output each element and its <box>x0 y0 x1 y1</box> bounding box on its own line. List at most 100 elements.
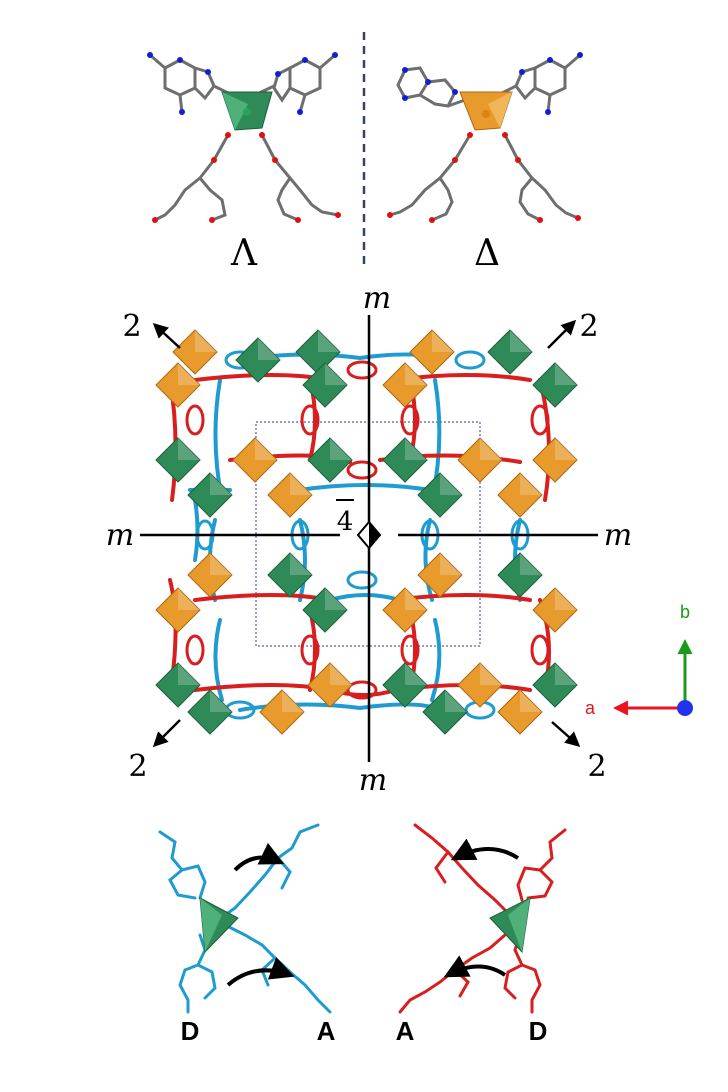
polyhedron-facet <box>510 330 532 352</box>
polyhedron-facet <box>330 438 352 460</box>
delta-complex <box>387 52 583 223</box>
orange-polyhedron <box>267 472 313 518</box>
a-axis-label: a <box>585 698 596 718</box>
orange-tetrahedron <box>459 91 513 131</box>
rotation-arrow-bottom-right <box>443 955 507 978</box>
polyhedron-facet <box>405 588 427 610</box>
c-axis-dot <box>677 700 693 716</box>
polyhedron-facet <box>405 363 427 385</box>
green-polyhedron <box>155 662 201 708</box>
polyhedron-facet <box>445 690 467 712</box>
polyhedron-facet <box>520 473 542 495</box>
green-tetrahedron <box>221 91 273 131</box>
polyhedra-group <box>155 329 578 735</box>
polyhedron-facet <box>405 438 427 460</box>
twofold-label-top-left: 2 <box>122 309 141 344</box>
polyhedron-facet <box>178 663 200 685</box>
lambda-label: Λ <box>230 233 258 274</box>
polyhedron-facet <box>330 663 352 685</box>
polyhedron-facet <box>432 330 454 352</box>
polyhedron-facet <box>290 553 312 575</box>
twofold-label-bottom-right: 2 <box>587 749 606 784</box>
green-polyhedron <box>235 337 281 383</box>
orange-polyhedron <box>172 329 218 375</box>
blue-tetrahedron <box>199 897 239 954</box>
top-panel: Λ Δ <box>147 32 583 274</box>
right-acceptor-label: A <box>396 1016 415 1046</box>
mirror-label-top: m <box>363 281 391 316</box>
bottom-panel: D A A D <box>158 823 567 1046</box>
green-polyhedron <box>422 689 468 735</box>
orange-polyhedron <box>417 552 463 598</box>
green-polyhedron <box>382 437 428 483</box>
polyhedron-facet <box>555 363 577 385</box>
rotation-arrow-bottom-left <box>226 957 295 987</box>
twofold-label-top-right: 2 <box>579 309 598 344</box>
polyhedron-facet <box>325 363 347 385</box>
polyhedron-facet <box>282 690 304 712</box>
polyhedron-facet <box>210 473 232 495</box>
polyhedron-facet <box>440 553 462 575</box>
polyhedron-facet <box>405 663 427 685</box>
green-polyhedron <box>302 362 348 408</box>
rotation-arrow-top-right <box>450 838 520 861</box>
orange-polyhedron <box>497 689 543 735</box>
green-polyhedron <box>417 472 463 518</box>
orange-polyhedron <box>409 329 455 375</box>
right-donor-label: D <box>529 1016 548 1046</box>
twofold-arrow-bottom-right <box>551 721 581 747</box>
mirror-label-right: m <box>604 518 632 553</box>
green-polyhedron <box>307 437 353 483</box>
polyhedron-facet <box>318 330 340 352</box>
polyhedron-facet <box>555 438 577 460</box>
mirror-label-bottom: m <box>359 763 387 798</box>
mirror-label-left: m <box>106 518 134 553</box>
polyhedron-facet <box>480 438 502 460</box>
orange-polyhedron <box>155 362 201 408</box>
polyhedron-facet <box>258 338 280 360</box>
green-polyhedron <box>532 362 578 408</box>
polyhedron-facet <box>210 690 232 712</box>
orange-polyhedron <box>187 552 233 598</box>
red-complex <box>398 823 567 1014</box>
orange-polyhedron <box>232 437 278 483</box>
polyhedron-facet <box>520 553 542 575</box>
green-polyhedron <box>155 437 201 483</box>
polyhedron-facet <box>255 438 277 460</box>
polyhedron-facet <box>178 438 200 460</box>
twofold-arrow-top-right <box>547 319 577 349</box>
twofold-arrow-top-left <box>152 322 181 349</box>
green-polyhedron <box>382 662 428 708</box>
polyhedron-facet <box>178 588 200 610</box>
orange-polyhedron <box>497 472 543 518</box>
green-polyhedron <box>302 587 348 633</box>
polyhedron-facet <box>520 690 542 712</box>
orange-polyhedron <box>532 437 578 483</box>
twofold-arrow-bottom-left <box>152 719 181 748</box>
green-polyhedron <box>497 552 543 598</box>
green-polyhedron <box>187 472 233 518</box>
polyhedron-facet <box>325 588 347 610</box>
green-polyhedron <box>532 662 578 708</box>
red-tetrahedron-green <box>489 897 531 954</box>
polyhedron-facet <box>555 663 577 685</box>
orange-polyhedron <box>259 689 305 735</box>
green-polyhedron <box>487 329 533 375</box>
left-acceptor-label: A <box>317 1016 336 1046</box>
orange-polyhedron <box>382 587 428 633</box>
polyhedron-facet <box>555 588 577 610</box>
framework-panel: 4 m m m m 2 2 2 2 <box>106 281 632 798</box>
inversion-4-symbol <box>356 520 382 550</box>
twofold-label-bottom-left: 2 <box>128 749 147 784</box>
delta-label: Δ <box>474 233 500 274</box>
polyhedron-facet <box>178 363 200 385</box>
orange-polyhedron <box>307 662 353 708</box>
blue-complex <box>158 823 332 1014</box>
left-donor-label: D <box>181 1016 200 1046</box>
polyhedron-facet <box>290 473 312 495</box>
b-axis-label: b <box>680 602 690 622</box>
orange-polyhedron <box>457 437 503 483</box>
orange-polyhedron <box>457 662 503 708</box>
rotation-arrow-top-left <box>233 842 285 872</box>
